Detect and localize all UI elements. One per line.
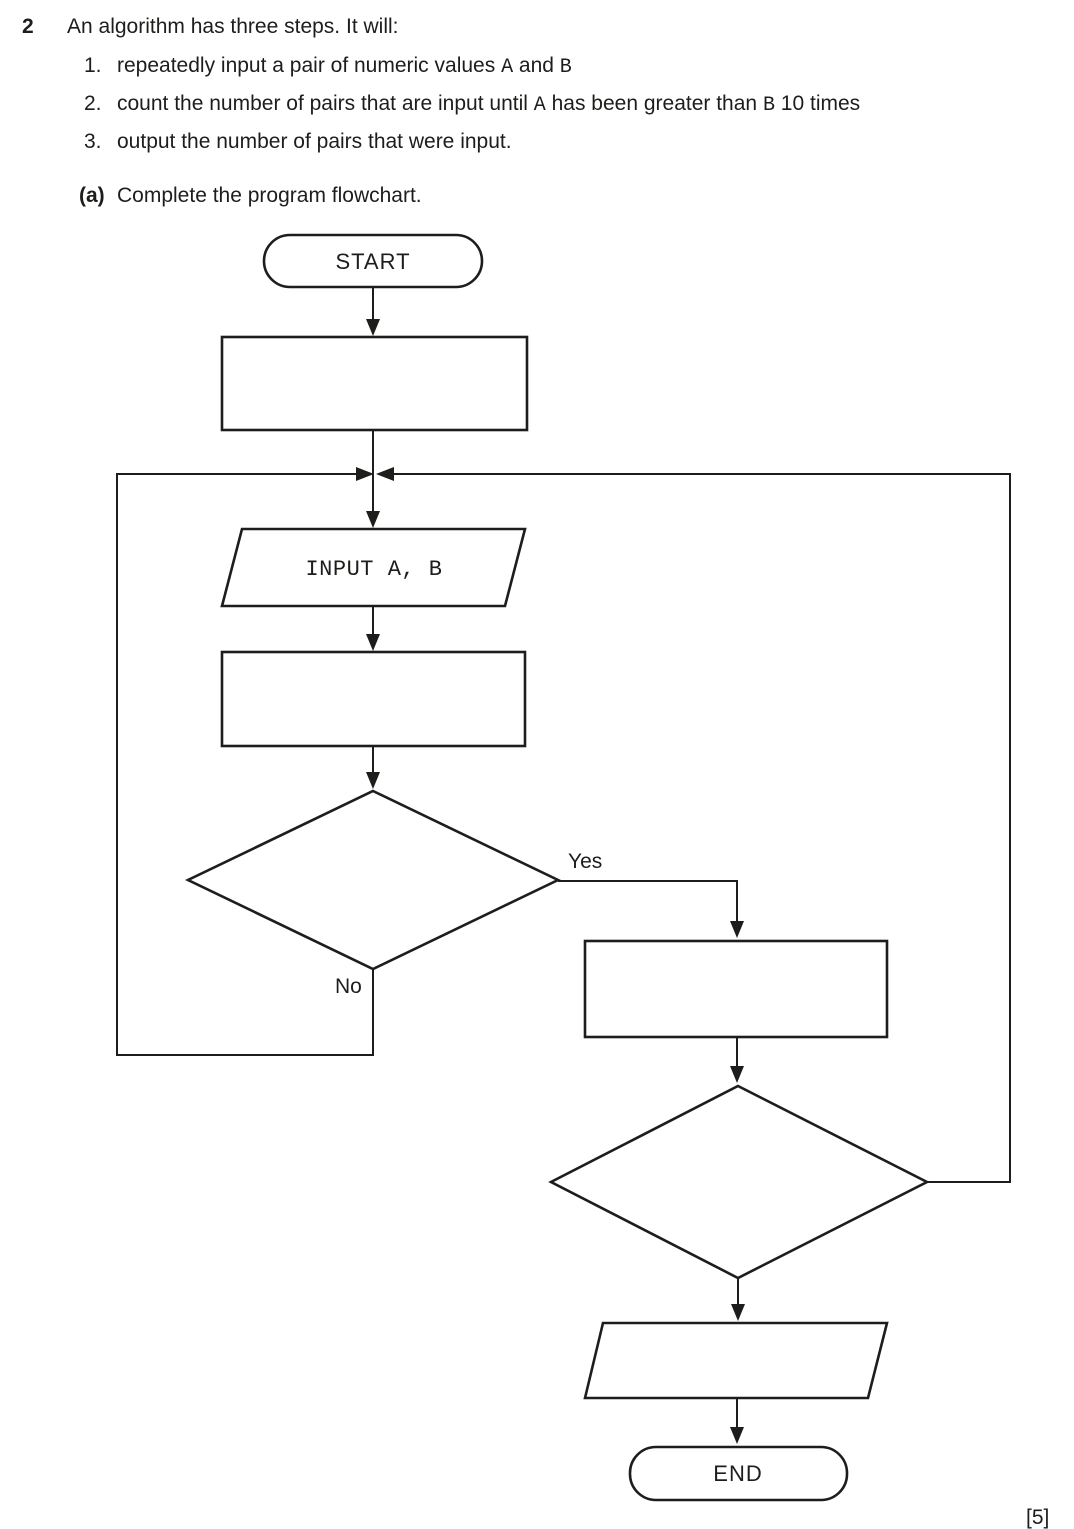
step-number: 1. (84, 54, 102, 77)
end-label: END (713, 1461, 762, 1486)
process-box-2-empty (220, 650, 527, 748)
step-number: 2. (84, 92, 102, 115)
decision-diamond-2-empty (548, 1084, 930, 1280)
marks-badge: [5] (1026, 1506, 1050, 1529)
junction-arrowhead-left (356, 467, 374, 481)
arrowhead (366, 772, 380, 789)
input-parallelogram (220, 527, 527, 608)
junction-arrowhead-right (376, 467, 394, 481)
no-branch-label: No (335, 975, 362, 998)
step-row: 3. output the number of pairs that were i… (84, 130, 512, 154)
process-box-1-empty (220, 335, 529, 432)
arrowhead (366, 319, 380, 336)
start-label: START (335, 249, 410, 274)
arrowhead (366, 511, 380, 528)
code-var-b: B (762, 94, 775, 117)
yes-branch-line (558, 880, 738, 931)
yes-branch-label: Yes (568, 850, 602, 873)
output-parallelogram-empty (583, 1321, 889, 1400)
end-terminator (628, 1445, 849, 1502)
step-number: 3. (84, 130, 102, 153)
no-loop-back-line (116, 473, 374, 1056)
code-var-b: B (559, 56, 572, 79)
part-instruction: Complete the program flowchart. (117, 184, 422, 207)
code-var-a: A (533, 94, 546, 117)
arrowhead (730, 1427, 744, 1444)
step-row: 2. count the number of pairs that are inp… (84, 92, 860, 118)
arrowhead (730, 921, 744, 938)
step-row: 1. repeatedly input a pair of numeric val… (84, 54, 572, 80)
right-loop-back-line (392, 473, 1011, 1183)
input-label: INPUT A, B (305, 557, 442, 582)
arrowhead (730, 1066, 744, 1083)
step-text: 10 times (774, 92, 861, 115)
step-text: and (513, 54, 560, 77)
step-text: output the number of pairs that were inp… (117, 130, 512, 153)
start-terminator (262, 233, 484, 289)
question-number: 2 (22, 15, 34, 38)
decision-diamond-1-empty (185, 789, 561, 971)
question-intro: An algorithm has three steps. It will: (67, 15, 399, 38)
step-text: count the number of pairs that are input… (117, 92, 534, 115)
code-var-a: A (501, 56, 514, 79)
part-label: (a) (79, 184, 105, 207)
step-text: repeatedly input a pair of numeric value… (117, 54, 502, 77)
arrowhead (366, 634, 380, 651)
step-text: has been greater than (545, 92, 763, 115)
arrowhead (731, 1304, 745, 1321)
process-box-3-empty (583, 939, 889, 1039)
